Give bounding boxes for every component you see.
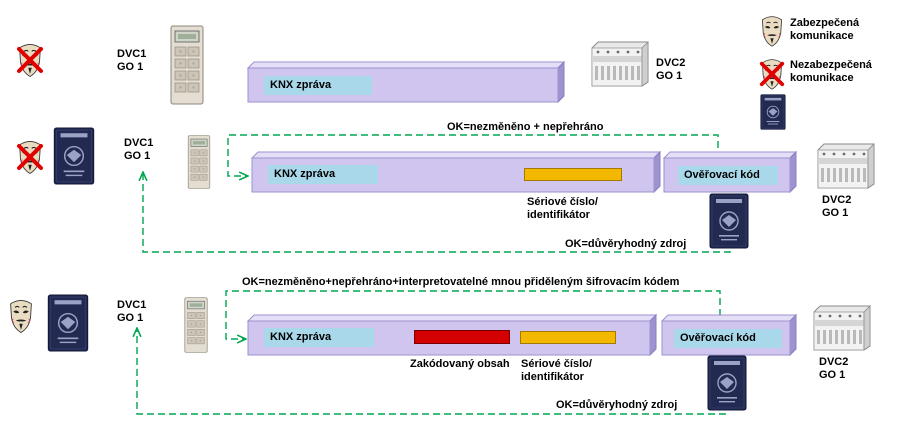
din-rail-actuator-icon <box>812 302 872 352</box>
row1-knx-message-bar: KNX zpráva <box>246 60 566 104</box>
row2-top-arrow <box>227 134 719 176</box>
row2-auth-code-bar: Ověřovací kód <box>662 150 798 194</box>
row3-serial-chip <box>520 331 616 344</box>
row1-sender-label: DVC1 GO 1 <box>117 48 147 73</box>
anonymous-mask-icon <box>760 14 784 48</box>
red-cross-icon <box>15 45 45 75</box>
row3-auth-code-bar: Ověřovací kód <box>660 313 798 357</box>
passport-icon <box>707 355 747 411</box>
row3-bottom-note: OK=důvěryhodný zdroj <box>556 399 678 411</box>
row1-receiver-label: DVC2 GO 1 <box>656 57 686 82</box>
row3-serial-label: Sériové číslo/ identifikátor <box>521 358 592 383</box>
row3-message-label: KNX zpráva <box>264 328 374 347</box>
row1-message-label: KNX zpráva <box>264 76 372 95</box>
legend-insecure-label: Nezabezpečená komunikace <box>790 59 872 84</box>
passport-icon <box>760 94 786 130</box>
row3-receiver-label: DVC2 GO 1 <box>819 356 849 381</box>
row3-encrypted-chip <box>414 330 510 344</box>
row3-auth-label: Ověřovací kód <box>674 329 782 348</box>
row3-top-note: OK=nezměněno+nepřehráno+interpretovateln… <box>242 276 680 288</box>
red-cross-icon <box>758 60 786 88</box>
row2-knx-message-bar: KNX zpráva <box>250 150 662 194</box>
din-rail-actuator-icon <box>590 38 650 88</box>
row2-serial-label: Sériové číslo/ identifikátor <box>527 196 598 221</box>
row2-message-label: KNX zpráva <box>268 165 378 184</box>
passport-icon <box>53 127 95 185</box>
row3-encrypted-label: Zakódovaný obsah <box>410 358 510 370</box>
row2-serial-chip <box>524 168 622 181</box>
anonymous-mask-icon <box>8 298 34 334</box>
wall-switch-icon <box>170 25 204 105</box>
wall-switch-icon <box>183 135 215 189</box>
row2-auth-label: Ověřovací kód <box>678 166 778 185</box>
row2-top-note: OK=nezměněno + nepřehráno <box>447 121 604 133</box>
row3-knx-message-bar: KNX zpráva <box>246 313 658 357</box>
row3-top-arrow <box>225 290 721 339</box>
wall-switch-icon <box>180 297 212 353</box>
row2-receiver-label: DVC2 GO 1 <box>822 194 852 219</box>
row2-bottom-note: OK=důvěryhodný zdroj <box>565 238 687 250</box>
row2-sender-label: DVC1 GO 1 <box>124 137 154 162</box>
passport-icon <box>709 193 749 249</box>
legend-secure-label: Zabezpečená komunikace <box>790 17 860 42</box>
red-cross-icon <box>15 142 45 172</box>
din-rail-actuator-icon <box>816 140 876 190</box>
row3-sender-label: DVC1 GO 1 <box>117 299 147 324</box>
passport-icon <box>47 294 89 352</box>
